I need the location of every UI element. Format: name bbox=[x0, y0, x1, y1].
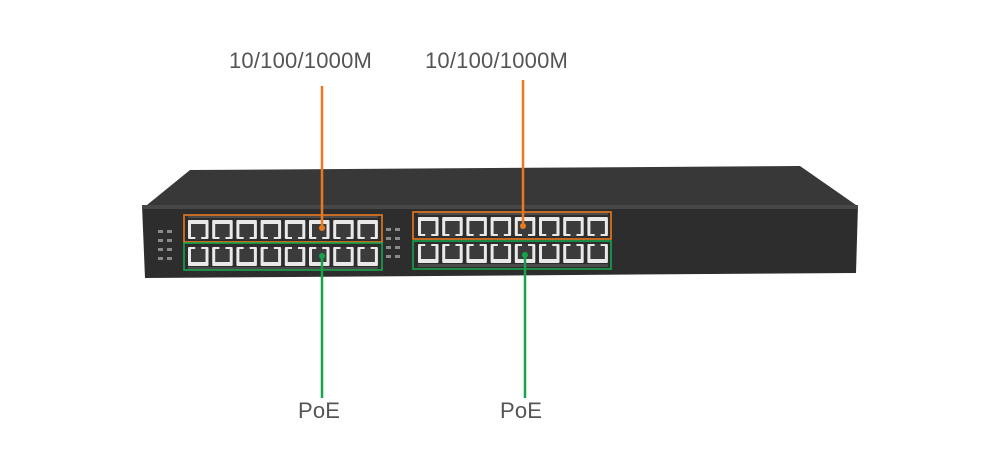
status-led bbox=[158, 248, 163, 251]
status-led bbox=[386, 255, 391, 258]
rj45-port bbox=[490, 217, 512, 237]
led-indicators-middle bbox=[386, 228, 400, 258]
rj45-port bbox=[563, 217, 584, 237]
rj45-port bbox=[284, 247, 306, 266]
callout-label-poe-right: PoE bbox=[500, 398, 543, 423]
rj45-port bbox=[587, 244, 608, 263]
rj45-port bbox=[260, 220, 282, 240]
callout-label-gigabit-left: 10/100/1000M bbox=[229, 48, 373, 73]
poe-port-highlight-left bbox=[183, 242, 383, 271]
rj45-port bbox=[212, 247, 233, 266]
gigabit-port-highlight-right bbox=[412, 211, 612, 240]
status-led bbox=[395, 228, 400, 231]
gigabit-leader-dot-right bbox=[520, 223, 526, 229]
rj45-port bbox=[418, 217, 439, 237]
rj45-port bbox=[466, 217, 487, 237]
poe-leader-dot-right bbox=[522, 252, 528, 258]
rj45-port bbox=[418, 244, 439, 263]
rj45-port bbox=[309, 220, 330, 240]
callout-label-poe-left: PoE bbox=[298, 398, 341, 423]
rj45-port bbox=[587, 217, 608, 237]
rj45-port bbox=[260, 247, 282, 266]
status-led bbox=[167, 257, 172, 260]
status-led bbox=[395, 246, 400, 249]
rj45-port bbox=[466, 244, 487, 263]
rj45-port bbox=[333, 247, 354, 266]
rj45-port bbox=[236, 220, 257, 240]
poe-port-highlight-right bbox=[412, 240, 612, 270]
port-label-strip bbox=[188, 215, 378, 218]
status-led bbox=[158, 239, 163, 242]
status-led bbox=[386, 246, 391, 249]
led-indicators-left bbox=[158, 230, 172, 260]
rj45-port bbox=[357, 220, 378, 240]
rj45-port bbox=[563, 244, 584, 263]
gigabit-leader-dot-left bbox=[319, 225, 325, 231]
rj45-port bbox=[539, 244, 560, 263]
status-led bbox=[167, 230, 172, 233]
rj45-port bbox=[539, 217, 560, 237]
status-led bbox=[395, 255, 400, 258]
status-led bbox=[158, 257, 163, 260]
status-led bbox=[386, 228, 391, 231]
port-label-strip bbox=[188, 267, 378, 270]
gigabit-port-highlight-left bbox=[183, 214, 383, 243]
rj45-port bbox=[188, 247, 209, 266]
port-label-strip bbox=[418, 212, 608, 215]
callout-label-gigabit-right: 10/100/1000M bbox=[425, 48, 569, 73]
switch-chassis-top bbox=[147, 166, 856, 205]
rj45-port bbox=[490, 244, 512, 263]
rj45-port bbox=[333, 220, 354, 240]
rj45-port bbox=[442, 244, 463, 263]
rj45-port bbox=[442, 217, 463, 237]
port-label-strip bbox=[418, 264, 608, 267]
port-array bbox=[188, 212, 608, 270]
rj45-port bbox=[188, 220, 209, 240]
status-led bbox=[395, 237, 400, 240]
status-led bbox=[167, 239, 172, 242]
status-led bbox=[158, 230, 163, 233]
rj45-port bbox=[357, 247, 378, 266]
rj45-port bbox=[212, 220, 233, 240]
status-led bbox=[167, 248, 172, 251]
status-led bbox=[386, 237, 391, 240]
rj45-port bbox=[284, 220, 306, 240]
rj45-port bbox=[236, 247, 257, 266]
poe-leader-dot-left bbox=[319, 253, 325, 259]
